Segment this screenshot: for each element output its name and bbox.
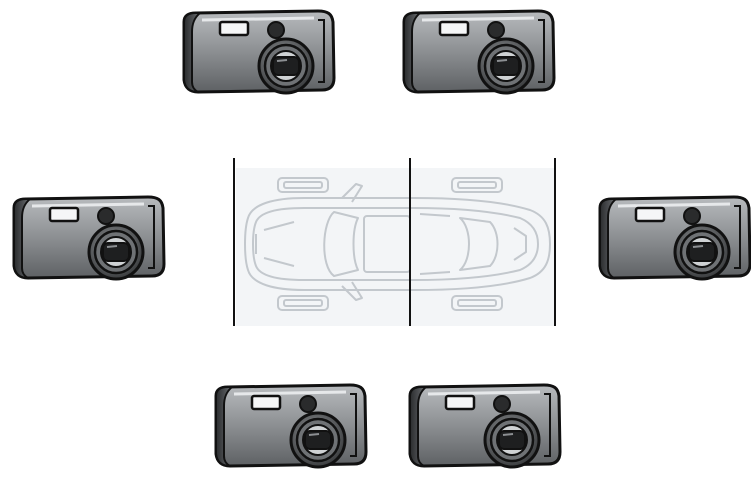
camera-bottom-left xyxy=(210,382,370,478)
car-top-view-icon xyxy=(244,177,551,311)
camera-icon xyxy=(594,194,751,290)
center-boundary-line xyxy=(409,158,411,326)
right-boundary-line xyxy=(554,158,556,326)
camera-icon xyxy=(210,382,370,478)
camera-right xyxy=(594,194,751,290)
camera-icon xyxy=(398,8,558,104)
camera-bottom-right xyxy=(404,382,564,478)
camera-left xyxy=(8,194,168,290)
camera-top-left xyxy=(178,8,338,104)
camera-icon xyxy=(404,382,564,478)
camera-top-right xyxy=(398,8,558,104)
vehicle-zone xyxy=(234,158,556,326)
camera-icon xyxy=(8,194,168,290)
multi-camera-capture-diagram xyxy=(0,0,751,466)
camera-icon xyxy=(178,8,338,104)
left-boundary-line xyxy=(233,158,235,326)
